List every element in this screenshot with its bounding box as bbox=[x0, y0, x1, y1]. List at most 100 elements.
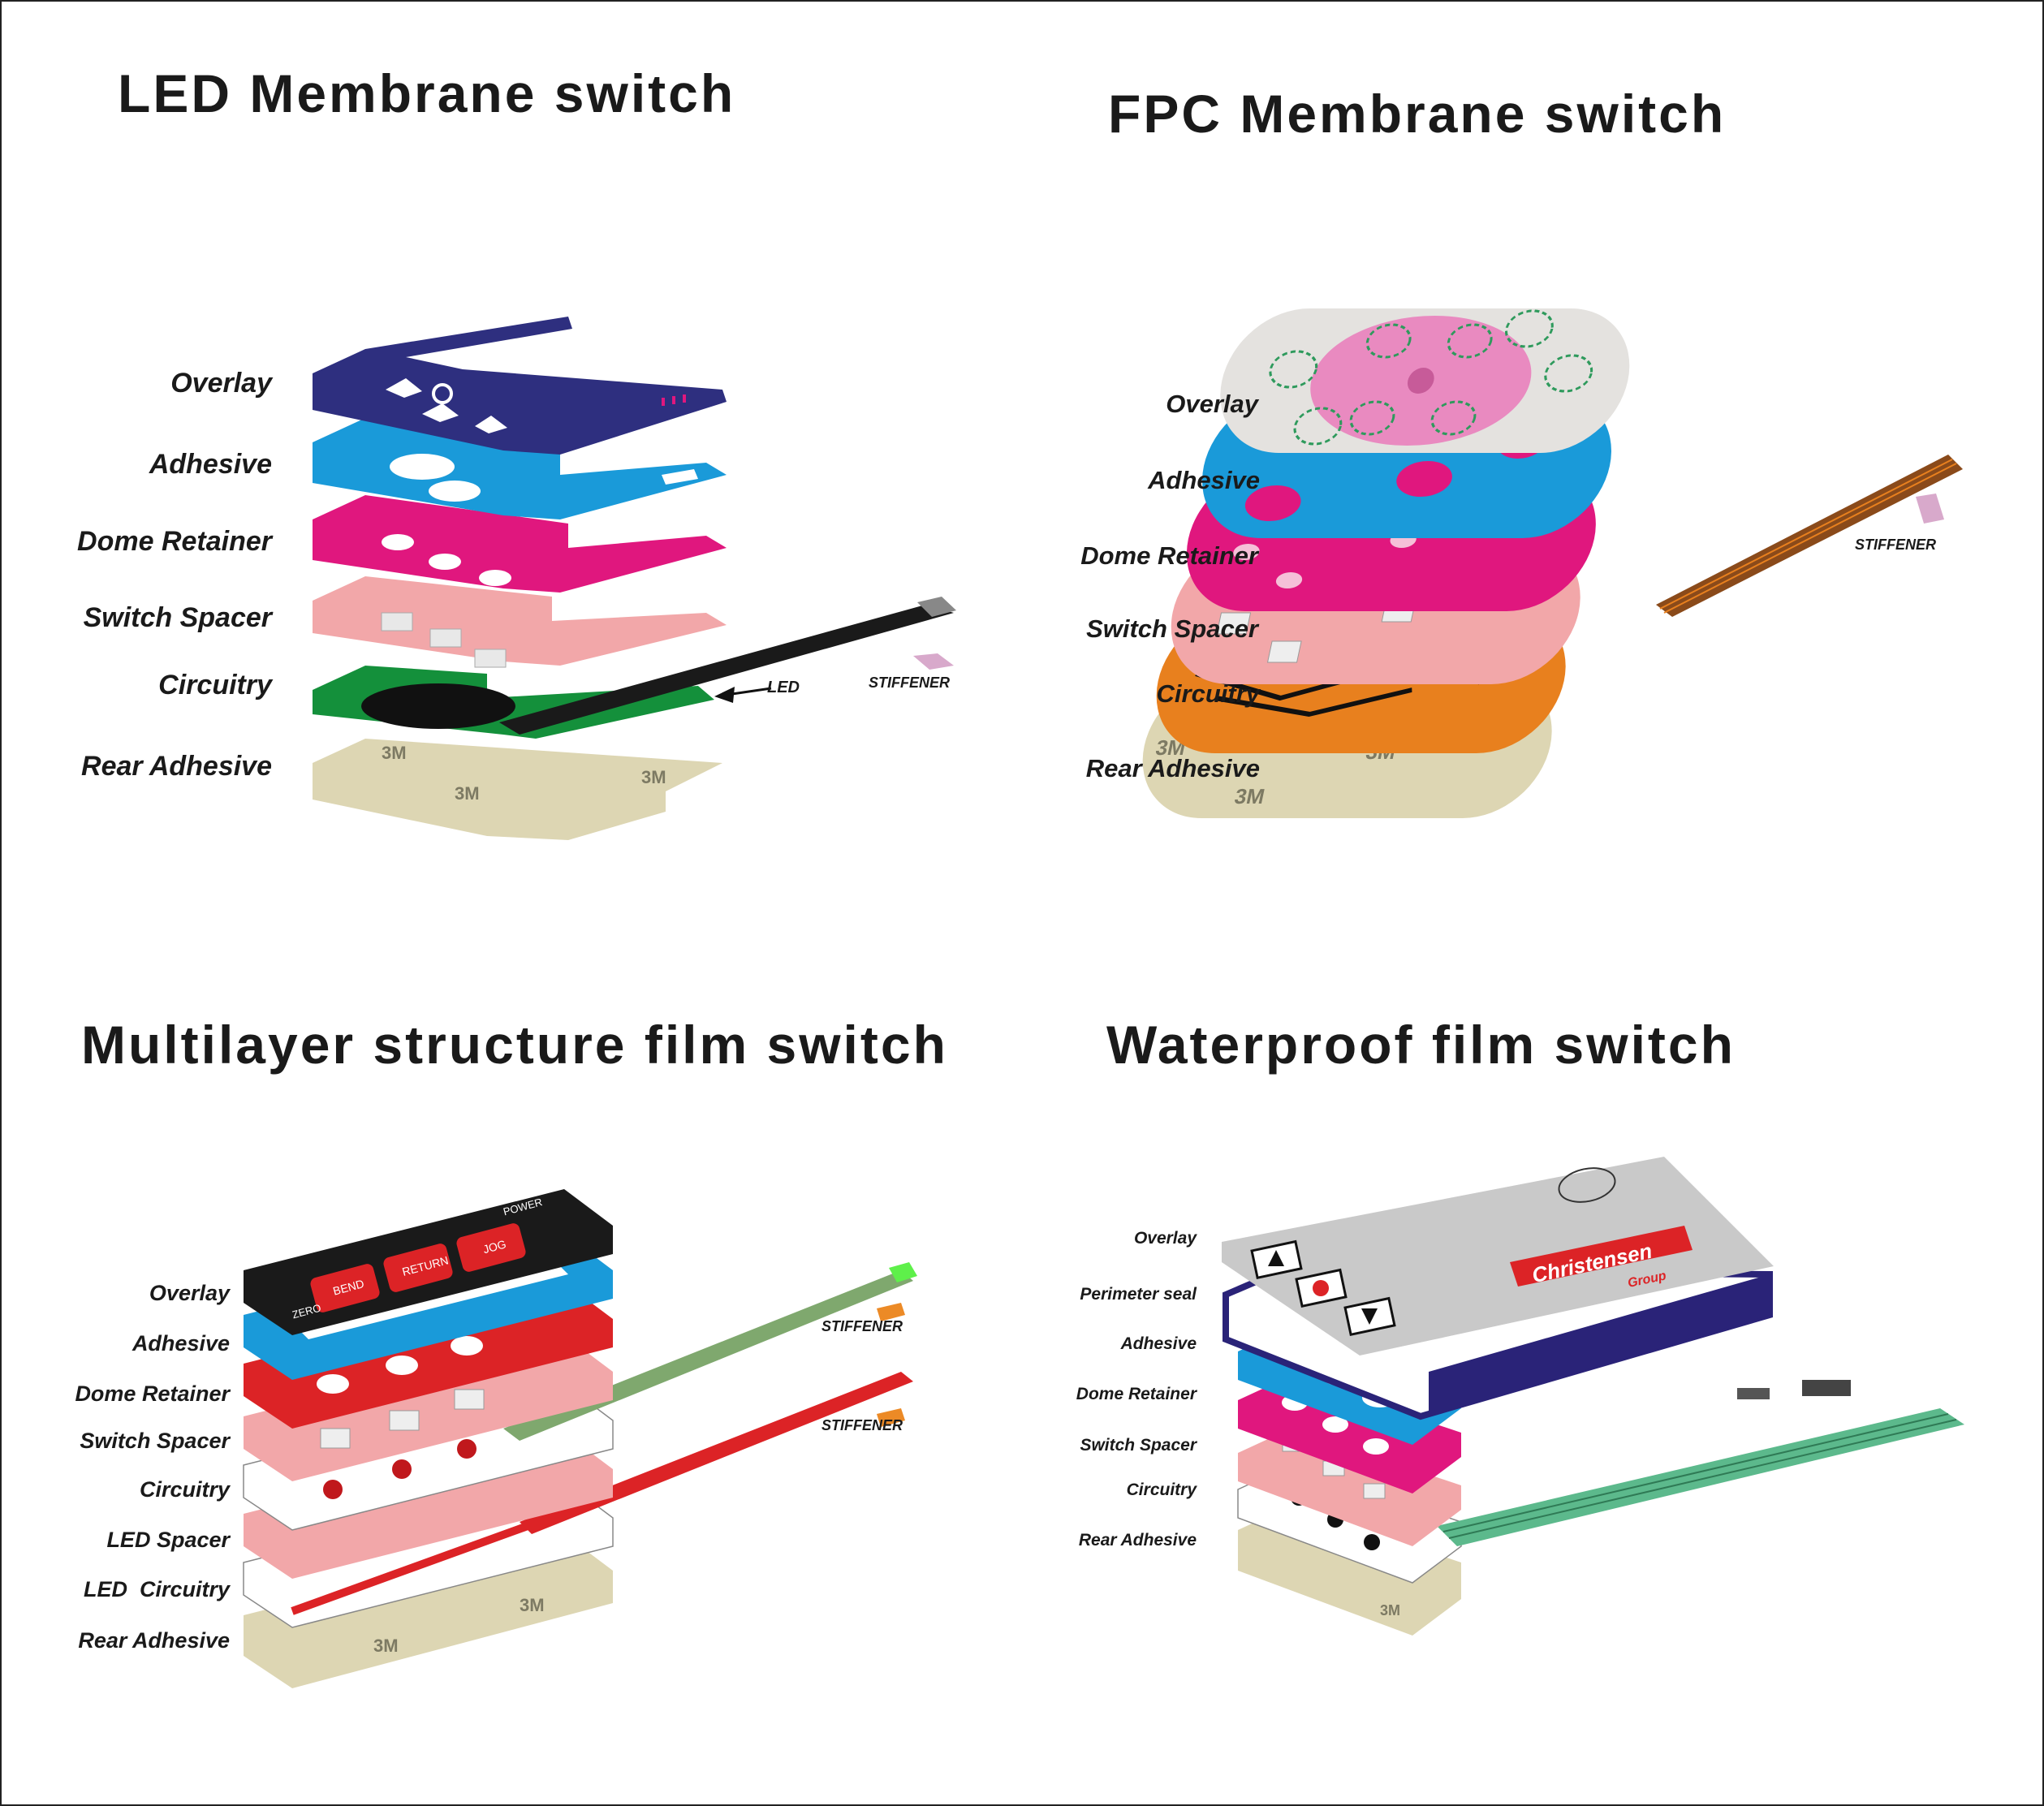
label-dome-retainer: Dome Retainer bbox=[1080, 541, 1260, 570]
overlay-key-icon bbox=[1349, 400, 1395, 436]
stiffener-callout: STIFFENER bbox=[1855, 537, 1936, 553]
rear-print-3m: 3M bbox=[1232, 784, 1266, 808]
overlay-logo-icon bbox=[432, 383, 453, 404]
tail-contact bbox=[917, 597, 956, 617]
overlay-key-icon bbox=[1544, 354, 1593, 393]
label-dome-retainer: Dome Retainer bbox=[1076, 1385, 1198, 1403]
panel-fpc-membrane-switch: FPC Membrane switch 3M 3M 3M bbox=[1080, 84, 1963, 818]
label-circuitry: Circuitry bbox=[1157, 679, 1261, 708]
label-adhesive: Adhesive bbox=[1147, 466, 1260, 494]
label-circuitry: Circuitry bbox=[158, 670, 274, 700]
label-adhesive: Adhesive bbox=[149, 449, 272, 480]
panel-multilayer-film-switch: Multilayer structure film switch 3M 3M S… bbox=[75, 1015, 948, 1688]
dome-pad bbox=[1266, 640, 1302, 663]
layer-switch-spacer bbox=[313, 576, 727, 666]
overlay-key-icon bbox=[1430, 400, 1477, 436]
overlay-led-window bbox=[672, 396, 675, 404]
overlay-arrow-icon bbox=[422, 403, 459, 422]
fpc-trace bbox=[1659, 459, 1953, 610]
retainer-hole bbox=[317, 1374, 349, 1394]
label-switch-spacer: Switch Spacer bbox=[80, 1429, 231, 1453]
layer-rear-adhesive bbox=[313, 739, 722, 840]
label-led-spacer: LED Spacer bbox=[106, 1528, 231, 1552]
rear-print-3m: 3M bbox=[373, 1636, 399, 1656]
overlay-key-icon bbox=[1365, 323, 1412, 359]
retainer-hole bbox=[386, 1356, 418, 1375]
fpc-tail bbox=[1656, 455, 1963, 617]
label-adhesive: Adhesive bbox=[132, 1331, 230, 1356]
label-perimeter-seal: Perimeter seal bbox=[1080, 1285, 1197, 1304]
rear-print-3m: 3M bbox=[520, 1595, 545, 1615]
dome-pad bbox=[454, 1389, 485, 1410]
overlay-key-jog bbox=[456, 1223, 526, 1272]
tail-contact bbox=[889, 1262, 917, 1282]
overlay-key-return bbox=[383, 1244, 453, 1292]
label-circuitry: Circuitry bbox=[140, 1477, 231, 1502]
up-arrow-icon bbox=[1268, 1250, 1284, 1266]
adhesive-window bbox=[662, 469, 698, 485]
retainer-hole bbox=[1233, 544, 1260, 560]
stiffener-callout: STIFFENER bbox=[821, 1318, 903, 1334]
flex-trace bbox=[1442, 1413, 1949, 1532]
dome-pad bbox=[474, 649, 507, 668]
retainer-hole bbox=[1275, 572, 1303, 588]
rear-print-3m: 3M bbox=[455, 783, 480, 804]
stop-icon bbox=[1313, 1280, 1329, 1296]
label-overlay: Overlay bbox=[1134, 1229, 1197, 1248]
connector-pins bbox=[1737, 1388, 1770, 1399]
circuit-contact bbox=[1364, 1534, 1380, 1550]
layer-overlay bbox=[313, 317, 727, 455]
label-overlay: Overlay bbox=[1166, 390, 1260, 418]
retainer-hole bbox=[479, 570, 511, 586]
layer-dome-retainer bbox=[313, 495, 727, 593]
label-switch-spacer: Switch Spacer bbox=[84, 602, 274, 633]
label-switch-spacer: Switch Spacer bbox=[1086, 614, 1260, 643]
down-arrow-icon bbox=[1361, 1308, 1378, 1325]
overlay-key-icon bbox=[1447, 323, 1493, 359]
overlay-key-bend bbox=[310, 1264, 380, 1312]
retainer-hole bbox=[429, 554, 461, 570]
flex-tail bbox=[1437, 1408, 1964, 1546]
label-dome-retainer: Dome Retainer bbox=[77, 526, 274, 557]
label-circuitry: Circuitry bbox=[1127, 1481, 1198, 1499]
overlay-key-icon bbox=[1504, 309, 1554, 348]
led-circuit-tail bbox=[520, 1372, 913, 1534]
label-overlay: Overlay bbox=[170, 368, 274, 399]
panel-title: Multilayer structure film switch bbox=[81, 1015, 948, 1075]
dome-pad bbox=[320, 1428, 351, 1449]
circuit-trace bbox=[1214, 687, 1412, 718]
layer-switch-spacer bbox=[1238, 1429, 1461, 1546]
brand-banner bbox=[1510, 1226, 1693, 1287]
stiffener bbox=[913, 653, 954, 670]
dome-pad bbox=[381, 612, 413, 631]
rear-print-3m: 3M bbox=[1380, 1602, 1400, 1619]
panel-title: Waterproof film switch bbox=[1106, 1015, 1736, 1075]
adhesive-window bbox=[390, 454, 455, 480]
overlay-warning-icon bbox=[1558, 1167, 1616, 1203]
led-arrow-head bbox=[714, 687, 735, 703]
label-rear-adhesive: Rear Adhesive bbox=[78, 1628, 230, 1653]
led-callout: LED bbox=[767, 679, 800, 696]
dome-pad bbox=[429, 628, 462, 648]
retainer-hole bbox=[382, 534, 414, 550]
circuit-contact bbox=[392, 1459, 412, 1479]
key-label-jog: JOG bbox=[481, 1237, 507, 1256]
fpc-trace bbox=[1663, 463, 1957, 614]
overlay-key-icon bbox=[1269, 350, 1318, 389]
panel-title: LED Membrane switch bbox=[118, 63, 735, 123]
overlay-led-window bbox=[662, 398, 665, 406]
connector-housing bbox=[1802, 1380, 1851, 1396]
label-switch-spacer: Switch Spacer bbox=[1080, 1436, 1197, 1455]
stiffener-callout: STIFFENER bbox=[821, 1417, 903, 1433]
circuit-contact bbox=[323, 1480, 343, 1499]
perimeter-seal-fill bbox=[1429, 1274, 1770, 1416]
label-dome-retainer: Dome Retainer bbox=[75, 1381, 231, 1406]
rear-print-3m: 3M bbox=[641, 767, 666, 787]
led-arrow bbox=[726, 687, 772, 696]
retainer-hole bbox=[1322, 1416, 1348, 1433]
label-adhesive: Adhesive bbox=[1120, 1334, 1197, 1353]
overlay-center-key-icon bbox=[1407, 368, 1434, 394]
panel-led-membrane-switch: LED Membrane switch 3M 3M 3M LED STIFFEN… bbox=[77, 63, 956, 840]
label-rear-adhesive: Rear Adhesive bbox=[1086, 754, 1260, 782]
